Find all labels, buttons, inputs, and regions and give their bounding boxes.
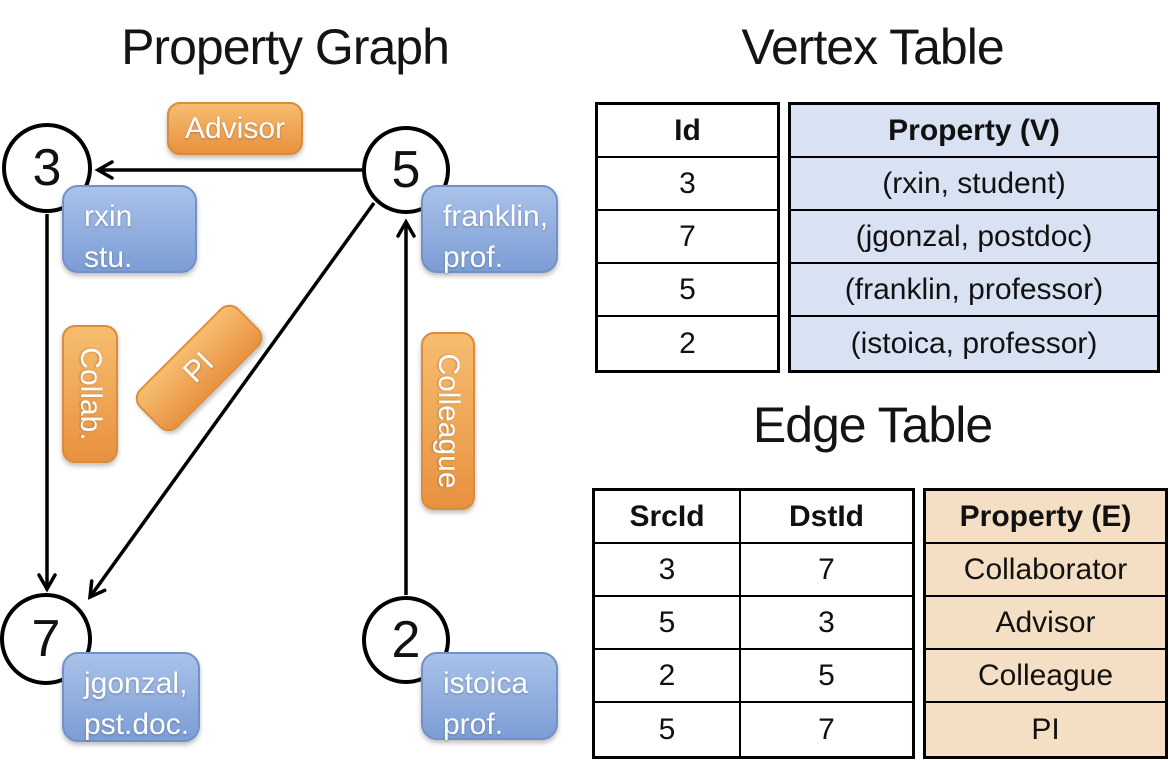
edge-label-advisor: Advisor [167,102,303,155]
table-cell: PI [926,703,1165,756]
vertex-node-2: 2 [362,596,450,684]
table-row: 3 7 [595,544,912,597]
table-cell: 7 [818,552,835,586]
vertex-node-5: 5 [362,126,450,214]
table-cell: 5 [598,264,777,317]
edge-label-collaborator: Collab. [62,325,118,463]
column-header-id: Id [598,105,777,158]
table-row: 5 3 [595,597,912,650]
table-cell: (istoica, professor) [791,317,1157,370]
edge-5-to-7 [87,201,376,600]
vertex-property-line: jgonzal, [84,667,188,700]
table-cell: 3 [818,605,835,639]
table-row: SrcId DstId [595,491,912,544]
table-cell: (jgonzal, postdoc) [791,211,1157,264]
column-header-property-v: Property (V) [791,105,1157,158]
table-cell: 3 [595,544,741,595]
vertex-id: 2 [391,611,421,669]
table-cell: Collaborator [926,544,1165,597]
table-row: 2 5 [595,650,912,703]
table-cell: 5 [818,658,835,692]
graph-edges [37,160,416,600]
table-cell: Advisor [926,597,1165,650]
edge-table-title: Edge Table [752,397,993,453]
table-cell: 2 [679,326,696,360]
edge-label-text: Colleague [432,353,465,489]
vertex-id: 7 [31,610,61,668]
table-row: 5 7 [595,703,912,756]
vertex-id: 5 [391,141,421,199]
column-header-dstid: DstId [789,499,864,533]
table-cell: (rxin, student) [791,158,1157,211]
column-header-srcid: SrcId [595,491,741,542]
table-cell: 5 [595,597,741,648]
table-cell: 7 [818,712,835,746]
vertex-property-line: stu. [84,241,133,274]
vertex-property-line: prof. [443,241,504,274]
edge-table-id-columns: SrcId DstId 3 7 5 3 2 5 5 7 [592,488,915,759]
edge-label-text: Collab. [74,347,107,441]
edge-label-text: Advisor [184,111,286,145]
table-cell: (franklin, professor) [791,264,1157,317]
edge-table-property-column: Property (E) Collaborator Advisor Collea… [923,488,1168,759]
vertex-table-id-column: Id 3 7 5 2 [595,102,780,373]
property-graph-title: Property Graph [121,19,450,75]
vertex-property-line: pst.doc. [84,708,190,741]
table-cell: Colleague [926,650,1165,703]
edge-label-text: PI [176,345,221,390]
vertex-property-line: franklin, [443,200,549,233]
vertex-property-line: rxin [84,200,133,233]
edge-label-colleague: Colleague [421,332,475,510]
vertex-property-line: prof. [443,708,504,741]
table-cell: 5 [595,703,741,756]
vertex-property-box-7: jgonzal, pst.doc. [62,652,200,742]
vertex-property-line: istoica [443,667,529,700]
vertex-property-box-2: istoica prof. [421,652,558,741]
vertex-property-box-3: rxin stu. [62,185,197,274]
table-cell: 7 [598,211,777,264]
vertex-property-box-5: franklin, prof. [421,185,558,274]
table-cell: 3 [598,158,777,211]
vertex-table-property-column: Property (V) (rxin, student) (jgonzal, p… [788,102,1160,373]
vertex-table-title: Vertex Table [741,19,1004,75]
vertex-id: 3 [32,139,62,197]
table-cell: 2 [595,650,741,701]
column-header-property-e: Property (E) [926,491,1165,544]
